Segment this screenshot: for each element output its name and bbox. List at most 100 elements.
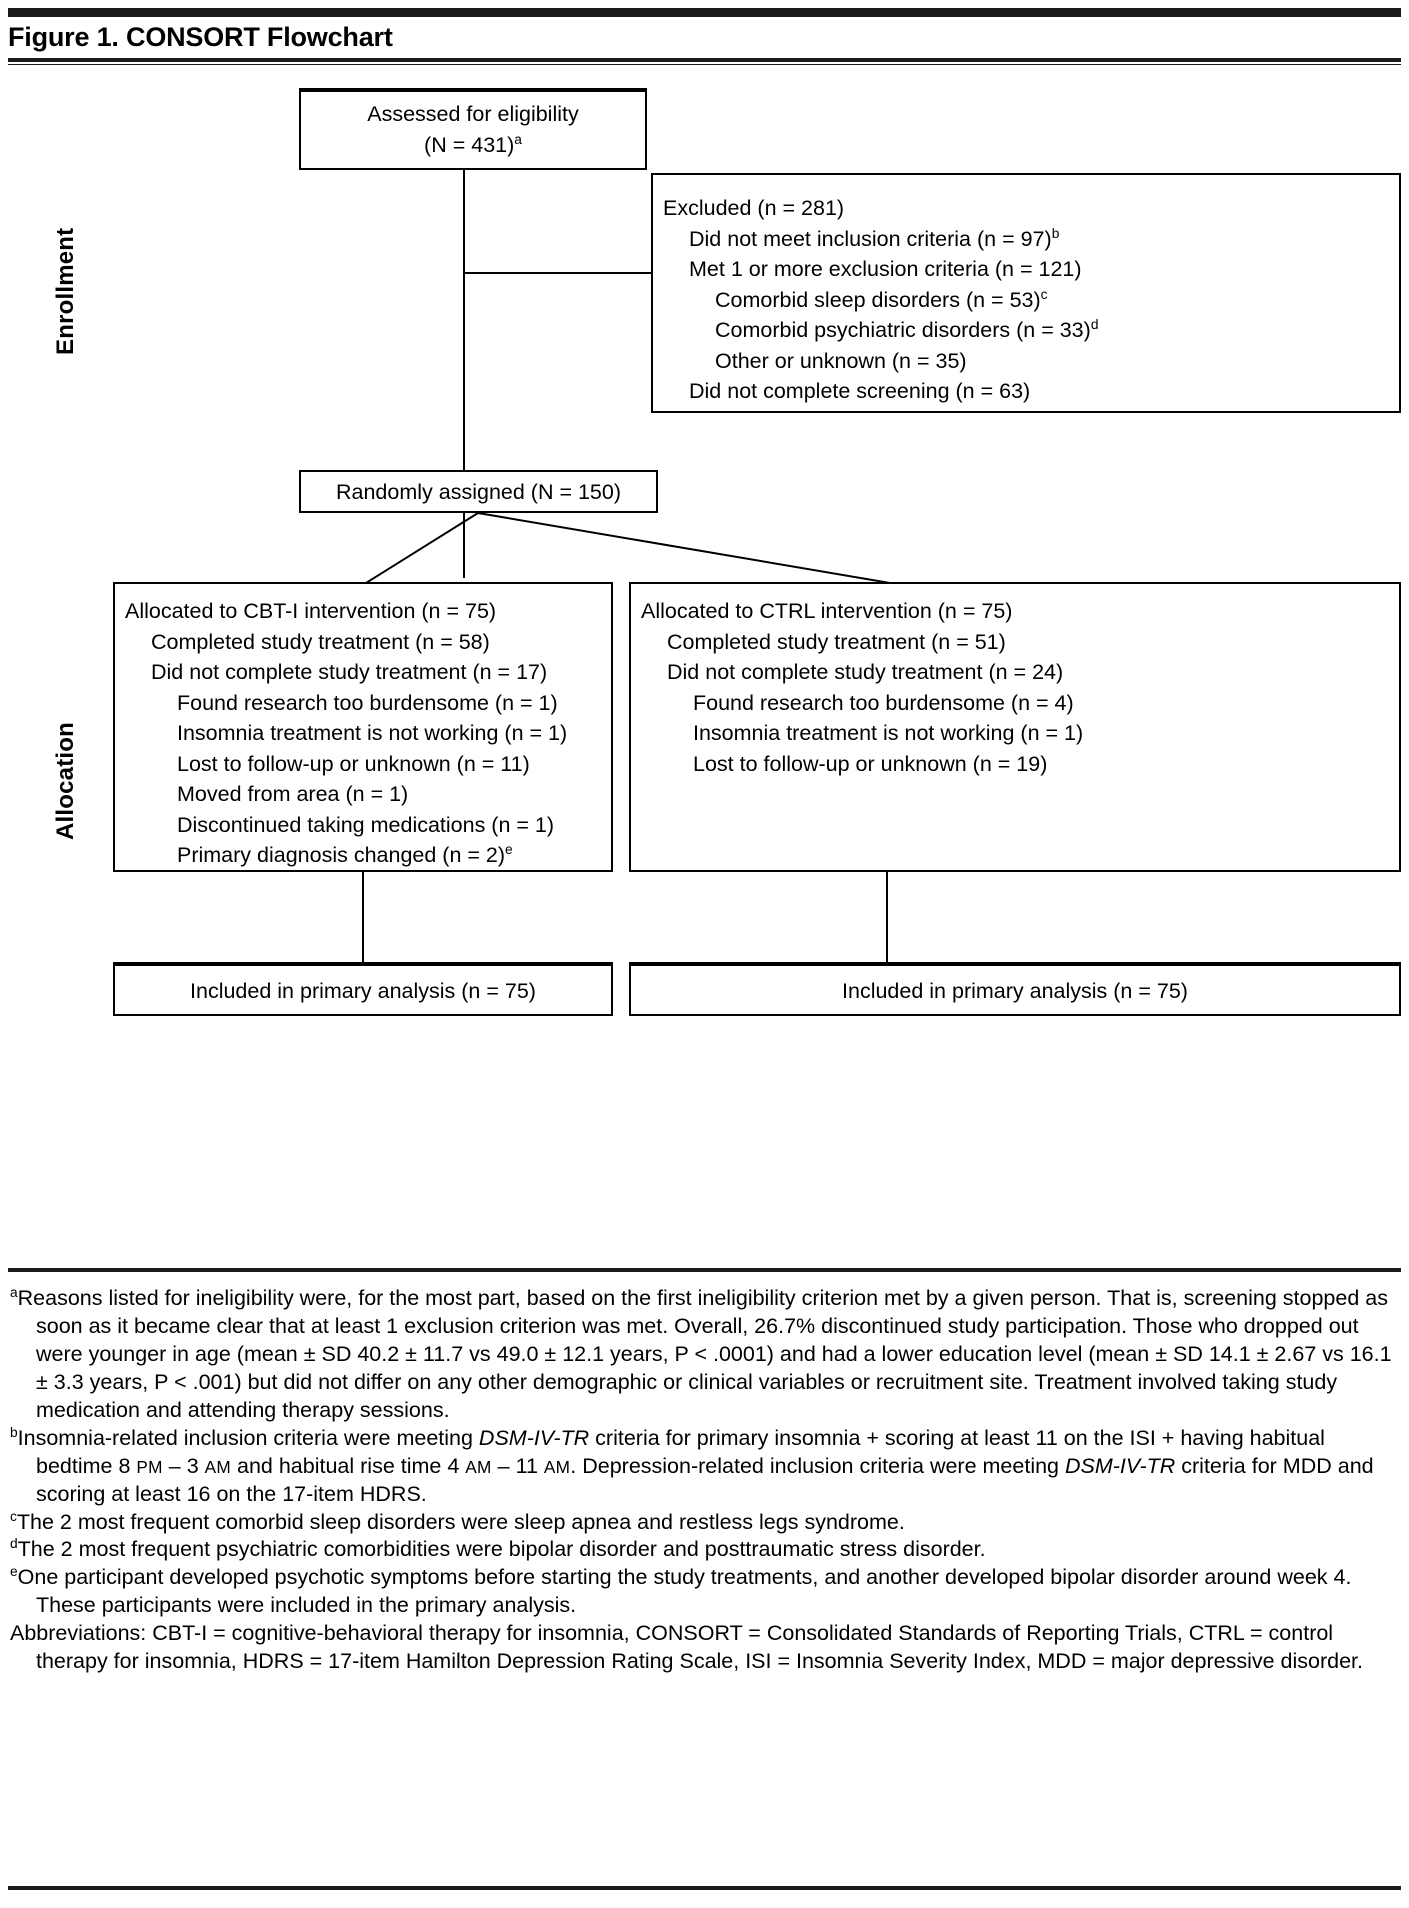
footnote-b-text: Insomnia-related inclusion criteria were… — [18, 1426, 1374, 1506]
list-item-label: Met 1 or more exclusion criteria (n = 12… — [689, 257, 1082, 282]
footnote-ref-b: b — [1051, 225, 1060, 241]
footnote-marker-a: a — [10, 1284, 18, 1300]
list-item-label: Discontinued taking medications (n = 1) — [177, 812, 555, 837]
assessed-line-1: Assessed for eligibility — [367, 102, 579, 126]
box-analysis-right: Included in primary analysis (n = 75) — [629, 962, 1401, 1016]
connector-left-arm-to-analysis — [362, 872, 364, 962]
footnote-d-text: The 2 most frequent psychiatric comorbid… — [17, 1537, 986, 1562]
arm-left-header: Allocated to CBT-I intervention (n = 75) — [125, 599, 497, 623]
italic-term: DSM-IV-TR — [1065, 1453, 1176, 1478]
list-item: Lost to follow-up or unknown (n = 11) — [125, 749, 601, 780]
list-item-label: Primary diagnosis changed (n = 2) — [177, 843, 506, 868]
list-item: Completed study treatment (n = 58) — [125, 627, 601, 658]
list-item: Did not complete study treatment (n = 17… — [125, 657, 601, 688]
list-item-label: Found research too burdensome (n = 4) — [693, 690, 1074, 715]
footnote-c: cThe 2 most frequent comorbid sleep diso… — [10, 1509, 1402, 1537]
footnote-abbreviations: Abbreviations: CBT-I = cognitive-behavio… — [10, 1620, 1402, 1676]
footnote-marker-d: d — [10, 1536, 18, 1552]
list-item: Insomnia treatment is not working (n = 1… — [125, 718, 601, 749]
footnote-e-text: One participant developed psychotic symp… — [17, 1565, 1352, 1618]
analysis-left-label: Included in primary analysis (n = 75) — [190, 979, 536, 1003]
footnote-d: dThe 2 most frequent psychiatric comorbi… — [10, 1536, 1402, 1564]
list-item-label: Comorbid psychiatric disorders (n = 33) — [715, 318, 1091, 343]
list-item: Primary diagnosis changed (n = 2)e — [125, 840, 601, 871]
list-item-label: Insomnia treatment is not working (n = 1… — [693, 721, 1084, 746]
text-run: and habitual rise time 4 — [231, 1453, 466, 1478]
footnote-b: bInsomnia-related inclusion criteria wer… — [10, 1425, 1402, 1509]
assessed-line-2: (N = 431)a — [424, 131, 522, 157]
footnotes-block: aReasons listed for ineligibility were, … — [10, 1285, 1402, 1676]
list-item: Found research too burdensome (n = 4) — [641, 688, 1389, 719]
list-item: Met 1 or more exclusion criteria (n = 12… — [663, 254, 1389, 285]
list-item: Found research too burdensome (n = 1) — [125, 688, 601, 719]
list-item-label: Lost to follow-up or unknown (n = 19) — [693, 751, 1048, 776]
box-randomly-assigned: Randomly assigned (N = 150) — [299, 470, 658, 513]
section-label-enrollment: Enrollment — [52, 227, 79, 355]
list-item: Completed study treatment (n = 51) — [641, 627, 1389, 658]
randomized-label: Randomly assigned (N = 150) — [335, 480, 622, 504]
list-item-label: Completed study treatment (n = 51) — [667, 629, 1006, 654]
list-item-label: Did not meet inclusion criteria (n = 97) — [689, 226, 1052, 251]
title-rule — [8, 58, 1401, 62]
list-item-label: Did not complete study treatment (n = 24… — [667, 660, 1064, 685]
footnote-a-text: Reasons listed for ineligibility were, f… — [17, 1286, 1392, 1422]
text-run: – 11 — [491, 1453, 544, 1478]
list-item-label: Found research too burdensome (n = 1) — [177, 690, 558, 715]
list-item: Did not meet inclusion criteria (n = 97)… — [663, 224, 1389, 255]
footnote-marker-c: c — [10, 1508, 17, 1524]
box-excluded: Excluded (n = 281) Did not meet inclusio… — [651, 173, 1401, 413]
text-run: Insomnia-related inclusion criteria were… — [17, 1425, 479, 1450]
list-item: Discontinued taking medications (n = 1) — [125, 810, 601, 841]
list-item: Comorbid sleep disorders (n = 53)c — [663, 285, 1389, 316]
list-item: Other or unknown (n = 35) — [663, 346, 1389, 377]
footnote-top-rule — [8, 1268, 1401, 1272]
box-assessed-for-eligibility: Assessed for eligibility (N = 431)a — [299, 88, 647, 170]
list-item-label: Moved from area (n = 1) — [177, 782, 409, 807]
footnote-ref-c: c — [1040, 286, 1048, 302]
footnote-marker-e: e — [10, 1564, 18, 1580]
footnote-ref-d: d — [1090, 316, 1099, 332]
footnote-marker-b: b — [10, 1424, 18, 1440]
small-caps-term: AM — [543, 1456, 571, 1477]
list-item-label: Insomnia treatment is not working (n = 1… — [177, 721, 568, 746]
list-item-label: Comorbid sleep disorders (n = 53) — [715, 287, 1041, 312]
title-rule-thin — [8, 64, 1401, 65]
list-item: Moved from area (n = 1) — [125, 779, 601, 810]
italic-term: DSM-IV-TR — [478, 1425, 590, 1450]
list-item-label: Lost to follow-up or unknown (n = 11) — [177, 751, 530, 776]
connector-assessed-to-random — [463, 168, 465, 578]
section-label-allocation: Allocation — [52, 721, 79, 840]
list-item: Insomnia treatment is not working (n = 1… — [641, 718, 1389, 749]
analysis-right-label: Included in primary analysis (n = 75) — [842, 979, 1188, 1003]
abbreviations-text: CBT-I = cognitive-behavioral therapy for… — [36, 1621, 1363, 1674]
footnote-ref-a: a — [514, 131, 522, 147]
list-item-label: Completed study treatment (n = 58) — [151, 629, 490, 654]
text-run: criteria for MDD and scoring at least 16… — [36, 1453, 1374, 1506]
list-item: Did not complete study treatment (n = 24… — [641, 657, 1389, 688]
excluded-header: Excluded (n = 281) — [663, 196, 845, 220]
footnote-a: aReasons listed for ineligibility were, … — [10, 1285, 1402, 1425]
top-rule — [8, 8, 1401, 17]
abbreviations-label: Abbreviations: — [10, 1621, 147, 1646]
connector-to-excluded — [463, 272, 653, 274]
small-caps-term: AM — [204, 1456, 232, 1477]
list-item: Did not complete screening (n = 63) — [663, 376, 1389, 407]
box-analysis-left: Included in primary analysis (n = 75) — [113, 962, 613, 1016]
page-title: Figure 1. CONSORT Flowchart — [8, 22, 393, 52]
text-run: – 3 — [162, 1453, 205, 1478]
list-item: Lost to follow-up or unknown (n = 19) — [641, 749, 1389, 780]
list-item-label: Did not complete study treatment (n = 17… — [151, 660, 548, 685]
footnote-ref-e: e — [505, 841, 513, 857]
connector-right-arm-to-analysis — [886, 872, 888, 962]
footnote-c-text: The 2 most frequent comorbid sleep disor… — [16, 1509, 905, 1534]
excluded-item-list: Did not meet inclusion criteria (n = 97)… — [663, 224, 1389, 407]
connector-randomization-split — [365, 512, 891, 584]
text-run: . Depression-related inclusion criteria … — [570, 1453, 1065, 1478]
list-item: Comorbid psychiatric disorders (n = 33)d — [663, 315, 1389, 346]
list-item-label: Did not complete screening (n = 63) — [689, 379, 1031, 404]
small-caps-term: PM — [136, 1456, 163, 1477]
list-item-label: Other or unknown (n = 35) — [715, 348, 967, 373]
text-run: criteria for primary insomnia + scoring … — [36, 1425, 1325, 1478]
box-allocated-cbti: Allocated to CBT-I intervention (n = 75)… — [113, 582, 613, 872]
